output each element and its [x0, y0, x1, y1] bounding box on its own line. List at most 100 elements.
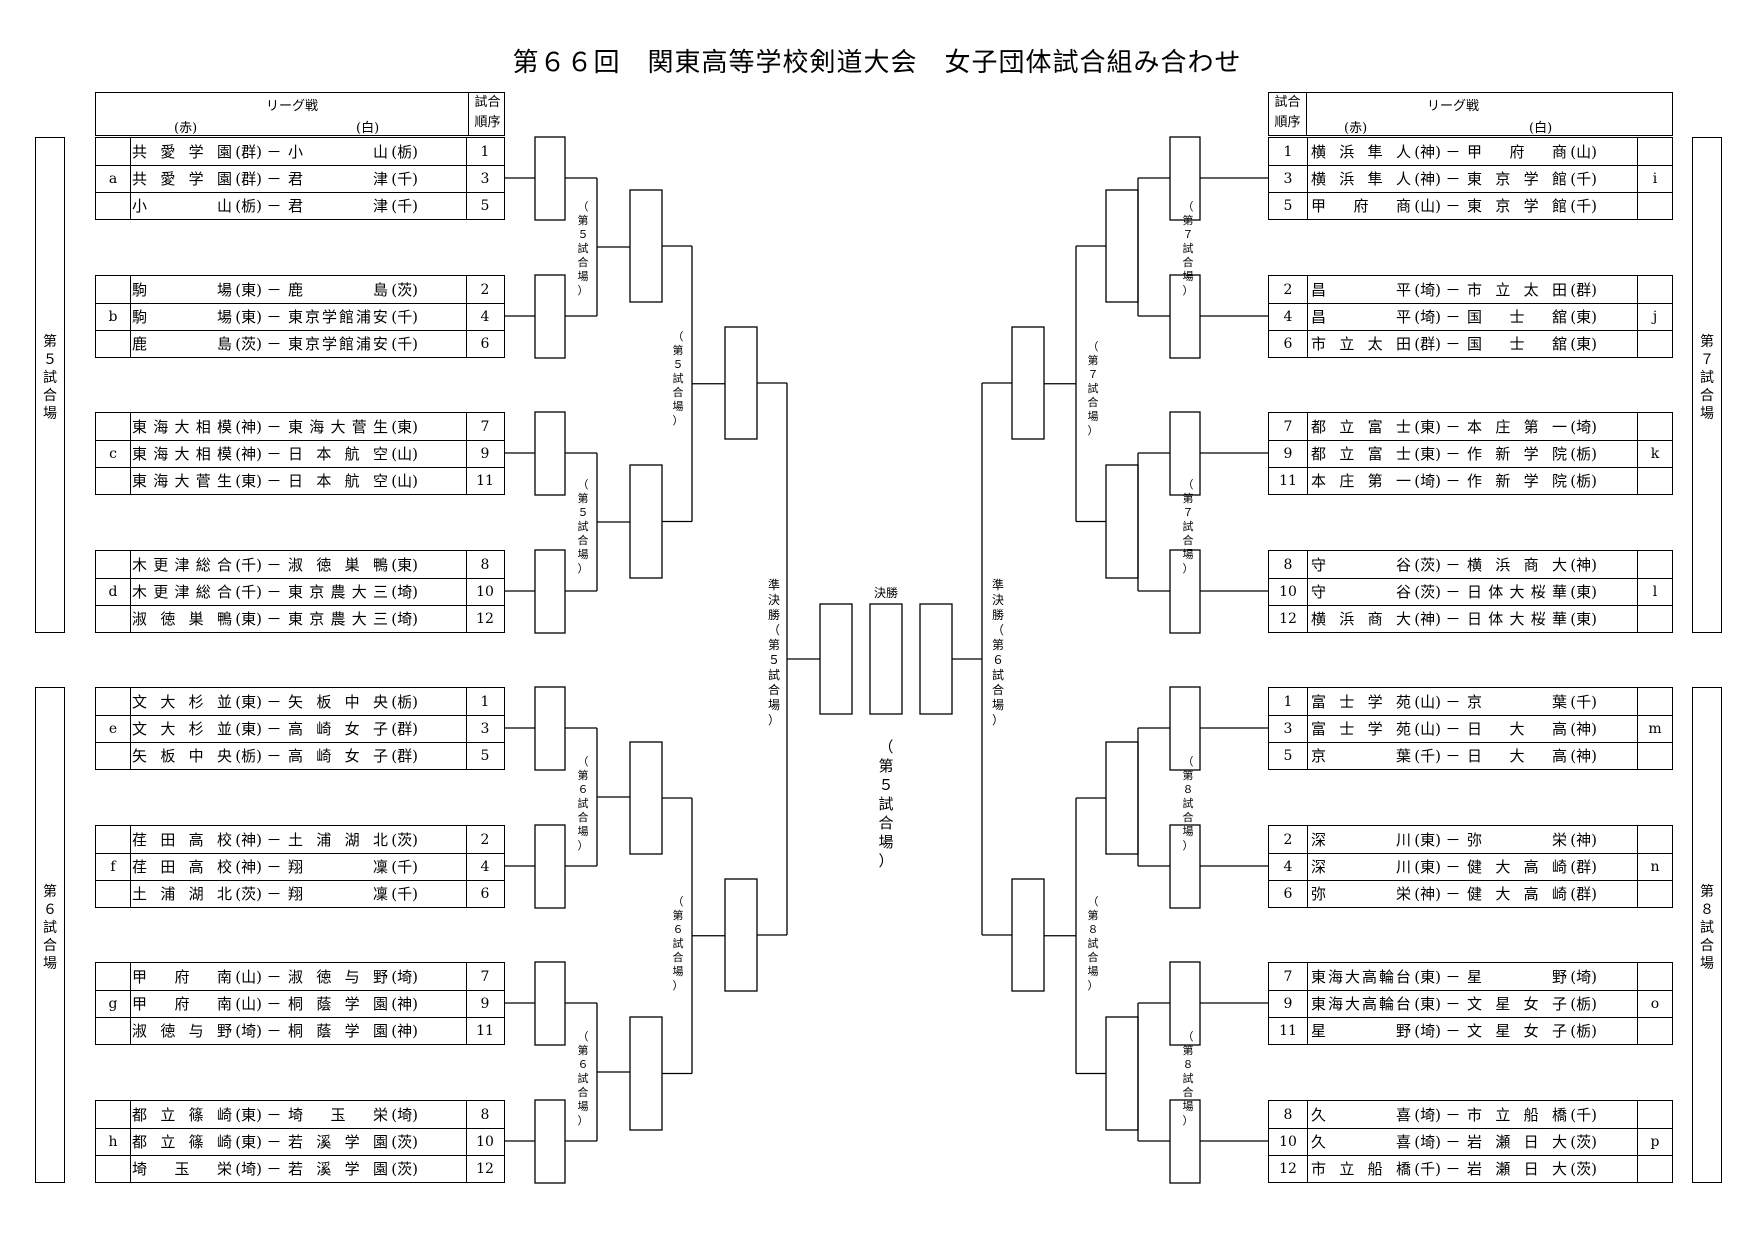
group-letter: a	[96, 138, 131, 219]
match-order: 4	[480, 858, 490, 875]
match-row: 久喜(埼)－市立船橋(千)8	[1269, 1101, 1672, 1129]
white-prefecture: (千)	[391, 335, 418, 353]
white-team: 文星女子(栃)	[1467, 990, 1597, 1017]
red-team: 本庄第一(埼)	[1311, 467, 1441, 494]
order-label: 試合順序	[468, 93, 506, 135]
red-team: 鹿島(茨)	[132, 330, 262, 357]
white-team-name: 小山	[288, 143, 388, 161]
quarterfinal-box	[1011, 878, 1045, 992]
group-winner-box	[534, 1099, 566, 1184]
red-team-name: 横浜隼人	[1311, 170, 1411, 188]
red-team: 富士学苑(山)	[1311, 688, 1441, 715]
vs-dash: －	[266, 197, 282, 215]
red-team-name: 東海大菅生	[132, 472, 232, 490]
white-prefecture: (神)	[1570, 556, 1597, 574]
red-prefecture: (神)	[235, 858, 262, 876]
red-team: 都立富士(東)	[1311, 440, 1441, 467]
match-row: 横浜隼人(神)－東京学館(千)3	[1269, 165, 1672, 193]
vs-dash: －	[1445, 1022, 1461, 1040]
red-team: 昌平(埼)	[1311, 276, 1441, 303]
match-row: 淑徳巣鴨(東)－東京農大三(埼)12	[96, 605, 504, 632]
vs-dash: －	[266, 693, 282, 711]
white-team-name: 鹿島	[288, 281, 388, 299]
white-team-name: 若溪学園	[288, 1133, 388, 1151]
red-team: 昌平(埼)	[1311, 303, 1441, 330]
white-team: 国士舘(東)	[1467, 303, 1597, 330]
match-row: 土浦湖北(茨)－翔凜(千)6	[96, 880, 504, 907]
white-team-name: 若溪学園	[288, 1160, 388, 1178]
red-team: 小山(栃)	[132, 192, 262, 219]
vs-dash: －	[266, 170, 282, 188]
white-team-name: 君津	[288, 197, 388, 215]
red-team-name: 木更津総合	[132, 556, 232, 574]
red-prefecture: (東)	[1414, 968, 1441, 986]
match-order: 10	[476, 583, 494, 600]
vs-dash: －	[1445, 1133, 1461, 1151]
vs-dash: －	[1445, 583, 1461, 601]
white-team: 東京学館(千)	[1467, 192, 1597, 219]
quarterfinal-box	[724, 878, 758, 992]
match-order: 2	[480, 281, 490, 298]
red-team: 淑徳巣鴨(東)	[132, 605, 262, 632]
white-team-name: 国士舘	[1467, 335, 1567, 353]
red-prefecture: (埼)	[1414, 281, 1441, 299]
white-prefecture: (東)	[1570, 335, 1597, 353]
white-team: 横浜商大(神)	[1467, 551, 1597, 578]
red-team: 共愛学園(群)	[132, 165, 262, 192]
white-prefecture: (茨)	[391, 831, 418, 849]
white-prefecture: (神)	[1570, 720, 1597, 738]
red-prefecture: (埼)	[1414, 1022, 1441, 1040]
semifinal-box-left	[819, 603, 853, 715]
red-team-name: 富士学苑	[1311, 693, 1411, 711]
match-row: 久喜(埼)－岩瀬日大(茨)10	[1269, 1128, 1672, 1156]
vs-dash: －	[266, 556, 282, 574]
vs-dash: －	[266, 281, 282, 299]
vs-dash: －	[266, 472, 282, 490]
red-team: 久喜(埼)	[1311, 1128, 1441, 1155]
vs-dash: －	[1445, 1160, 1461, 1178]
white-team-name: 淑徳巣鴨	[288, 556, 388, 574]
white-team: 作新学院(栃)	[1467, 467, 1597, 494]
red-team-name: 東海大高輪台	[1311, 968, 1411, 986]
match-row: 矢板中央(栃)－高崎女子(群)5	[96, 742, 504, 769]
white-prefecture: (千)	[1570, 1106, 1597, 1124]
league-label: リーグ戦	[266, 99, 319, 114]
red-team-name: 甲府南	[132, 995, 232, 1013]
group-letter: f	[96, 826, 131, 907]
match-order: 4	[1283, 858, 1293, 875]
white-team-name: 本庄第一	[1467, 418, 1567, 436]
match-row: 東海大高輪台(東)－文星女子(栃)9	[1269, 990, 1672, 1018]
round2-box	[629, 1016, 663, 1131]
red-team: 深川(東)	[1311, 853, 1441, 880]
red-team: 横浜商大(神)	[1311, 605, 1441, 632]
red-team: 甲府南(山)	[132, 990, 262, 1017]
white-team: 日本航空(山)	[288, 467, 418, 494]
vs-dash: －	[1445, 308, 1461, 326]
match-order: 12	[1279, 610, 1297, 627]
white-prefecture: (埼)	[1570, 418, 1597, 436]
red-team-name: 荏田高校	[132, 858, 232, 876]
white-team-name: 日体大桜華	[1467, 583, 1567, 601]
group-letter: g	[96, 963, 131, 1044]
match-row: 都立篠崎(東)－埼玉栄(埼)8	[96, 1101, 504, 1129]
vs-dash: －	[1445, 197, 1461, 215]
red-team-name: 星野	[1311, 1022, 1411, 1040]
white-team-name: 埼玉栄	[288, 1106, 388, 1124]
white-team-name: 東京学館浦安	[288, 308, 388, 326]
match-order: 6	[1283, 885, 1293, 902]
red-team-name: 深川	[1311, 858, 1411, 876]
red-prefecture: (東)	[1414, 445, 1441, 463]
red-team-name: 守谷	[1311, 583, 1411, 601]
group-letter: l	[1637, 551, 1672, 632]
white-team-name: 東京農大三	[288, 610, 388, 628]
white-team: 東京学館(千)	[1467, 165, 1597, 192]
semifinal-box-right	[919, 603, 953, 715]
red-team: 東海大高輪台(東)	[1311, 963, 1441, 990]
white-team-name: 横浜商大	[1467, 556, 1567, 574]
match-row: 都立篠崎(東)－若溪学園(茨)10	[96, 1128, 504, 1156]
